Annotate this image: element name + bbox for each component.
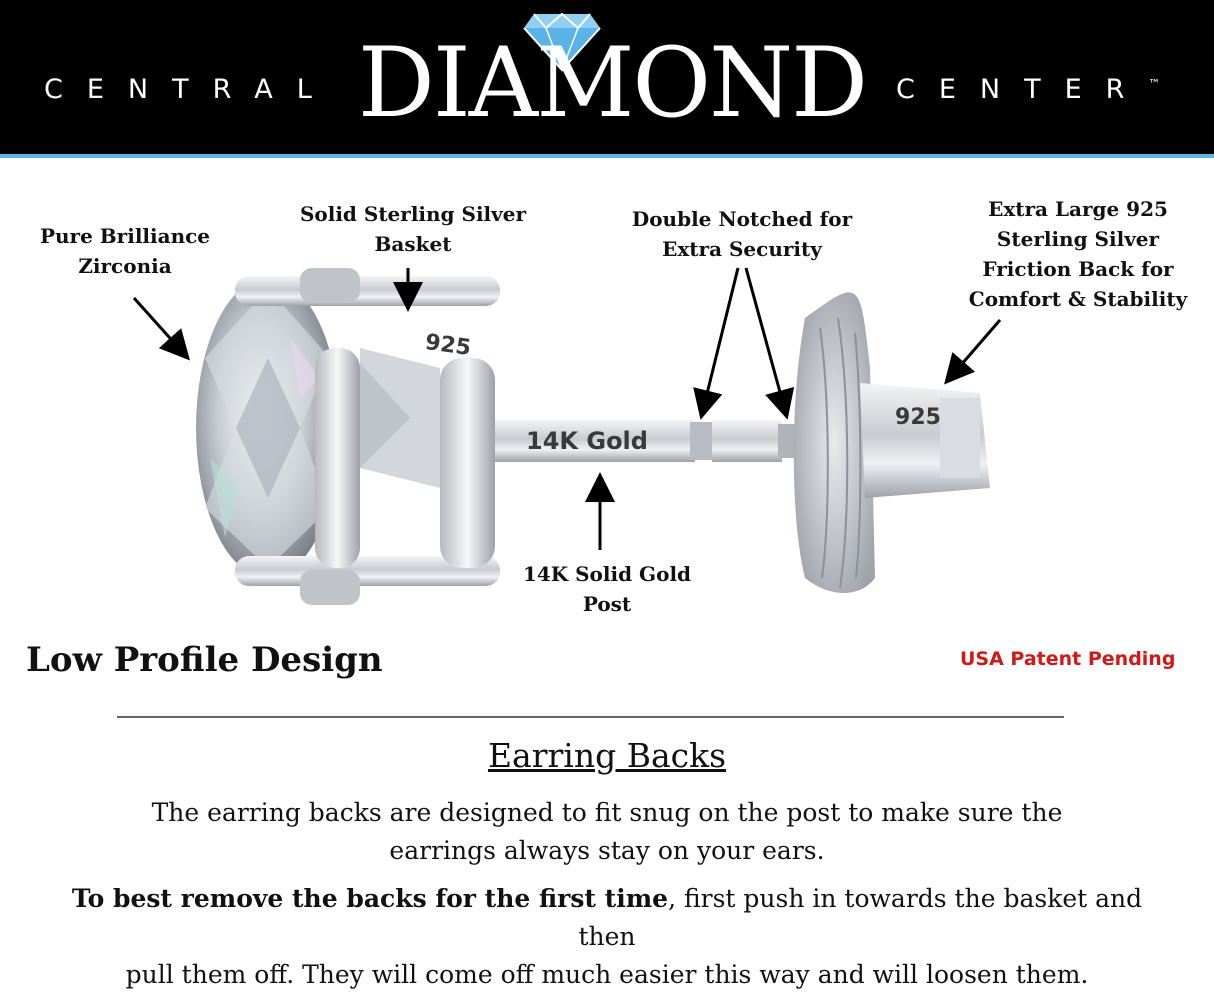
low-profile-title: Low Profile Design [26, 640, 383, 680]
callout-post: 14K Solid Gold Post [500, 559, 714, 619]
brand-center-text: CENTER [896, 74, 1149, 105]
callout-arrows [132, 267, 1002, 550]
callout-friction-back-line2: Sterling Silver [996, 227, 1160, 251]
callout-notches-line1: Double Notched for [631, 207, 853, 231]
trademark-symbol: ™ [1148, 77, 1161, 91]
callout-friction-back-line1: Extra Large 925 [988, 197, 1168, 221]
callout-zirconia: Pure Brilliance Zirconia [20, 221, 230, 281]
divider [117, 716, 1064, 718]
removal-instructions-line1: To best remove the backs for the first t… [40, 880, 1174, 956]
callout-notches-line2: Extra Security [662, 237, 822, 261]
brand-header: CENTRAL DIAMOND CENTER™ [0, 0, 1214, 158]
callout-post-line2: Post [582, 592, 632, 616]
callout-friction-back-line3: Friction Back for [982, 257, 1174, 281]
removal-instructions-bold: To best remove the backs for the first t… [71, 884, 669, 913]
brand-diamond: DIAMOND [357, 27, 868, 139]
brand-central: CENTRAL [44, 74, 336, 105]
silver-basket [235, 268, 500, 605]
zirconia-stone [196, 278, 340, 578]
gold-post [495, 420, 843, 462]
callout-basket: Solid Sterling Silver Basket [296, 199, 530, 259]
brand-center: CENTER™ [896, 74, 1160, 105]
backs-description: The earring backs are designed to fit sn… [40, 794, 1174, 870]
friction-back [793, 292, 990, 593]
post-stamp: 14K Gold [526, 427, 648, 455]
callout-friction-back-line4: Comfort & Stability [968, 287, 1188, 311]
earring-backs-heading: Earring Backs [487, 736, 727, 775]
callout-basket-line1: Solid Sterling Silver [299, 202, 527, 226]
removal-instructions: To best remove the backs for the first t… [40, 880, 1174, 994]
backs-description-line2: earrings always stay on your ears. [389, 836, 825, 865]
callout-post-line1: 14K Solid Gold [522, 562, 692, 586]
callout-friction-back: Extra Large 925 Sterling Silver Friction… [958, 194, 1198, 314]
callout-zirconia-line2: Zirconia [78, 254, 172, 278]
removal-instructions-line2: pull them off. They will come off much e… [125, 960, 1089, 989]
diamond-logo-icon [523, 12, 601, 72]
removal-instructions-rest: , first push in towards the basket and t… [578, 884, 1143, 951]
earring-diagram [132, 267, 1002, 605]
callout-basket-line2: Basket [374, 232, 452, 256]
back-stamp: 925 [895, 405, 941, 430]
backs-description-line1: The earring backs are designed to fit sn… [151, 798, 1063, 827]
callout-zirconia-line1: Pure Brilliance [39, 224, 211, 248]
callout-notches: Double Notched for Extra Security [622, 204, 862, 264]
patent-notice: USA Patent Pending [960, 648, 1176, 670]
